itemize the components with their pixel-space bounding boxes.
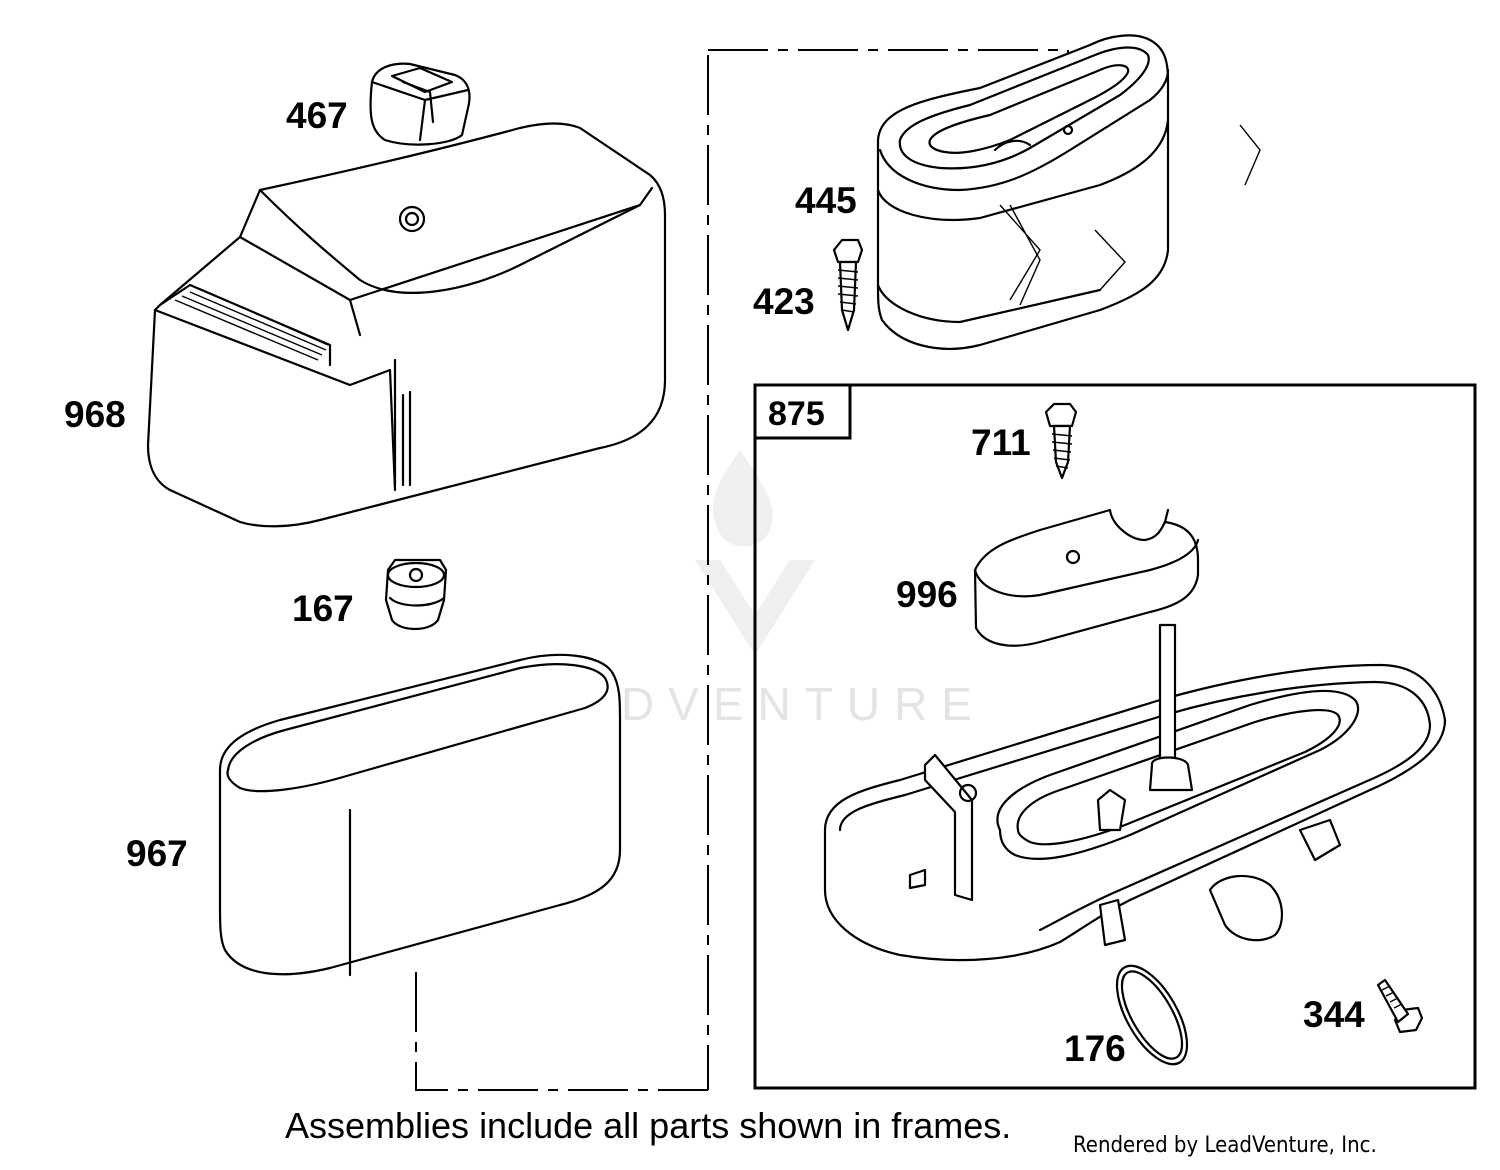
part-label-967: 967 — [126, 833, 188, 874]
oring-176-drawing — [1115, 964, 1189, 1066]
part-label-167: 167 — [292, 588, 354, 629]
assembly-frame-875 — [753, 383, 1477, 1090]
part-label-711: 711 — [971, 422, 1031, 463]
part-label-176: 176 — [1064, 1028, 1126, 1069]
grommet-167-drawing — [384, 558, 448, 631]
part-label-344: 344 — [1303, 994, 1365, 1035]
cover-968-drawing — [146, 122, 667, 528]
part-label-968: 968 — [64, 394, 126, 435]
frame-label-875: 875 — [768, 395, 825, 433]
base-assembly-drawing — [823, 623, 1447, 962]
screw-711-drawing — [1044, 402, 1078, 480]
part-label-423: 423 — [753, 281, 815, 322]
screw-423-drawing — [832, 238, 864, 332]
part-label-445: 445 — [795, 180, 857, 221]
footer-note: Assemblies include all parts shown in fr… — [285, 1105, 1012, 1146]
precleaner-967-drawing — [218, 653, 622, 977]
render-credit: Rendered by LeadVenture, Inc. — [1073, 1133, 1377, 1158]
knob-467-drawing — [369, 62, 471, 146]
filter-445-drawing — [876, 34, 1261, 350]
screw-344-drawing — [1376, 978, 1424, 1034]
bracket-996-drawing — [973, 508, 1200, 647]
part-label-996: 996 — [896, 574, 958, 615]
part-labels: 467 968 167 967 445 423 711 996 176 344 … — [64, 95, 1365, 1069]
part-label-467: 467 — [286, 95, 348, 136]
